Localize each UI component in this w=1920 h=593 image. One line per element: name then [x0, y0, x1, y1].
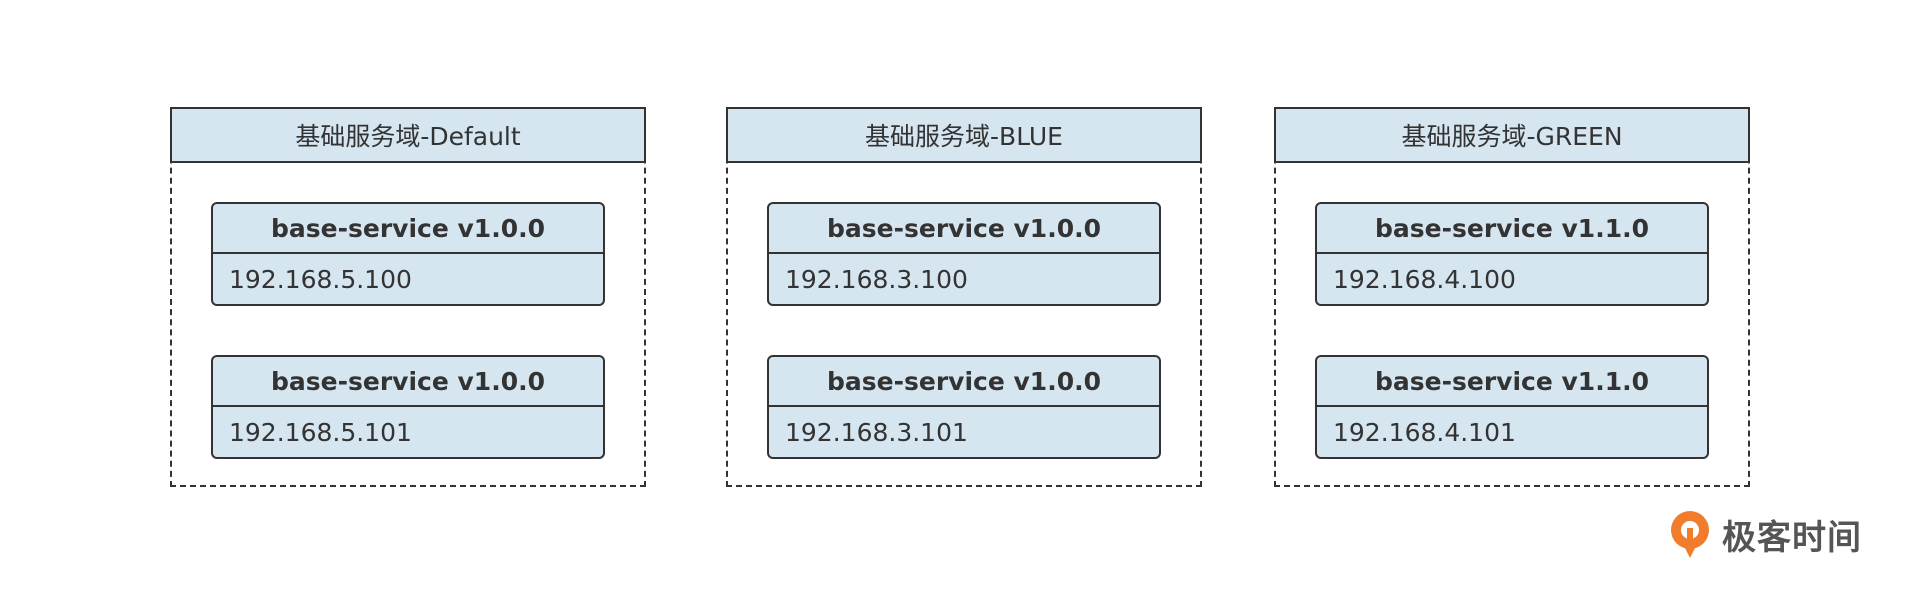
service-node: base-service v1.0.0 192.168.5.100	[211, 202, 605, 306]
service-ip: 192.168.4.100	[1333, 265, 1516, 294]
service-node: base-service v1.0.0 192.168.3.100	[767, 202, 1161, 306]
service-name: base-service v1.0.0	[213, 357, 603, 407]
service-node: base-service v1.1.0 192.168.4.101	[1315, 355, 1709, 459]
service-name: base-service v1.1.0	[1317, 357, 1707, 407]
geektime-logo-icon	[1671, 511, 1709, 558]
service-name: base-service v1.0.0	[213, 204, 603, 254]
domain-default: 基础服务域-Default base-service v1.0.0 192.16…	[170, 107, 646, 487]
service-ip: 192.168.3.100	[785, 265, 968, 294]
service-ip: 192.168.3.101	[785, 418, 968, 447]
service-name: base-service v1.0.0	[769, 204, 1159, 254]
service-ip: 192.168.5.100	[229, 265, 412, 294]
service-name: base-service v1.1.0	[1317, 204, 1707, 254]
domain-title: 基础服务域-GREEN	[1274, 107, 1750, 163]
domain-title: 基础服务域-Default	[170, 107, 646, 163]
service-node: base-service v1.0.0 192.168.3.101	[767, 355, 1161, 459]
service-ip: 192.168.5.101	[229, 418, 412, 447]
domain-title: 基础服务域-BLUE	[726, 107, 1202, 163]
geektime-logo: 极客时间	[1666, 508, 1862, 560]
logo-text: 极客时间	[1722, 517, 1862, 558]
service-ip: 192.168.4.101	[1333, 418, 1516, 447]
domain-green: 基础服务域-GREEN base-service v1.1.0 192.168.…	[1274, 107, 1750, 487]
service-node: base-service v1.1.0 192.168.4.100	[1315, 202, 1709, 306]
service-node: base-service v1.0.0 192.168.5.101	[211, 355, 605, 459]
domain-blue: 基础服务域-BLUE base-service v1.0.0 192.168.3…	[726, 107, 1202, 487]
service-name: base-service v1.0.0	[769, 357, 1159, 407]
